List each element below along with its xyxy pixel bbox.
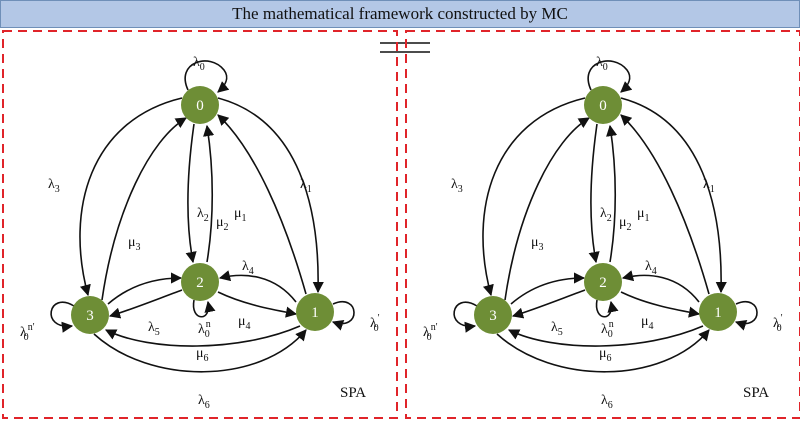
label-lambda1: λ1 [703,177,715,195]
state-node-3 [71,296,109,334]
state-label-1: 1 [714,305,722,321]
edge-0-2 [185,123,197,264]
edge-self-1 [331,301,355,331]
edge-2-0 [606,124,618,263]
label-mu4: μ4 [238,314,251,332]
edge-3-2 [510,272,586,305]
label-mu1: μ1 [637,206,650,224]
edge-0-3 [79,97,183,297]
label-mu2: μ2 [619,215,632,233]
edge-self-1 [734,301,758,331]
label-lambda2: λ2 [197,206,209,224]
edge-1-3 [104,325,301,347]
panel-border [405,30,800,419]
edge-3-0 [101,117,187,301]
label-mu2: μ2 [216,215,229,233]
label-mu1: μ1 [234,206,247,224]
edge-self-2 [595,299,619,318]
edge-0-1 [217,97,324,294]
edge-0-2 [588,123,600,264]
state-label-3: 3 [86,308,94,324]
label-lambda4: λ4 [242,259,254,277]
label-lambda5: λ5 [148,320,160,338]
label-mu3: μ3 [531,235,544,253]
label-lambda1: λ1 [300,177,312,195]
edge-3-2 [107,272,183,305]
edge-2-0 [203,124,215,263]
label-lambda3: λ3 [48,177,60,195]
state-label-1: 1 [311,305,319,321]
panel-border [2,30,398,419]
state-label-3: 3 [489,308,497,324]
label-mu4: μ4 [641,314,654,332]
edge-0-1 [620,97,727,294]
edge-3-1 [93,329,307,373]
panel-tag-spa: SPA [340,385,366,401]
edge-1-0 [217,114,307,295]
state-label-0: 0 [196,98,204,114]
state-node-3 [474,296,512,334]
edge-0-3 [482,97,586,297]
title-bar: The mathematical framework constructed b… [0,0,800,28]
edge-1-3 [507,325,704,347]
state-node-1 [296,293,334,331]
edge-self-2 [192,299,216,318]
state-label-2: 2 [599,275,607,291]
label-lambda0-n-prime: λn'0 [423,322,438,343]
edge-1-0 [620,114,710,295]
state-node-2 [584,263,622,301]
state-label-2: 2 [196,275,204,291]
edge-3-0 [504,117,590,301]
label-mu6: μ6 [196,346,209,364]
edge-1-2 [218,270,297,303]
label-lambda0-top: λ0 [596,55,608,73]
label-mu3: μ3 [128,235,141,253]
edge-self-0 [587,60,633,93]
label-lambda5: λ5 [551,320,563,338]
label-lambda3: λ3 [451,177,463,195]
edge-3-1 [496,329,710,373]
label-lambda0-prime: λ'0 [370,313,380,334]
label-lambda0-top: λ0 [193,55,205,73]
label-lambda4: λ4 [645,259,657,277]
state-node-1 [699,293,737,331]
edge-2-3 [108,289,183,319]
label-lambda0-prime: λ'0 [773,313,783,334]
state-node-2 [181,263,219,301]
state-label-0: 0 [599,98,607,114]
label-lambda2: λ2 [600,206,612,224]
state-node-0 [584,86,622,124]
edge-self-3 [50,301,75,333]
edge-2-1 [620,291,701,318]
edge-self-0 [184,60,230,93]
state-node-0 [181,86,219,124]
edge-2-1 [217,291,298,318]
label-lambda0-n-prime: λn'0 [20,322,35,343]
label-lambda6: λ6 [601,393,613,411]
label-mu6: μ6 [599,346,612,364]
diagram-title: The mathematical framework constructed b… [232,4,568,23]
edge-1-2 [621,270,700,303]
edge-self-3 [453,301,478,333]
label-lambda6: λ6 [198,393,210,411]
edge-2-3 [511,289,586,319]
panel-tag-spa: SPA [743,385,769,401]
